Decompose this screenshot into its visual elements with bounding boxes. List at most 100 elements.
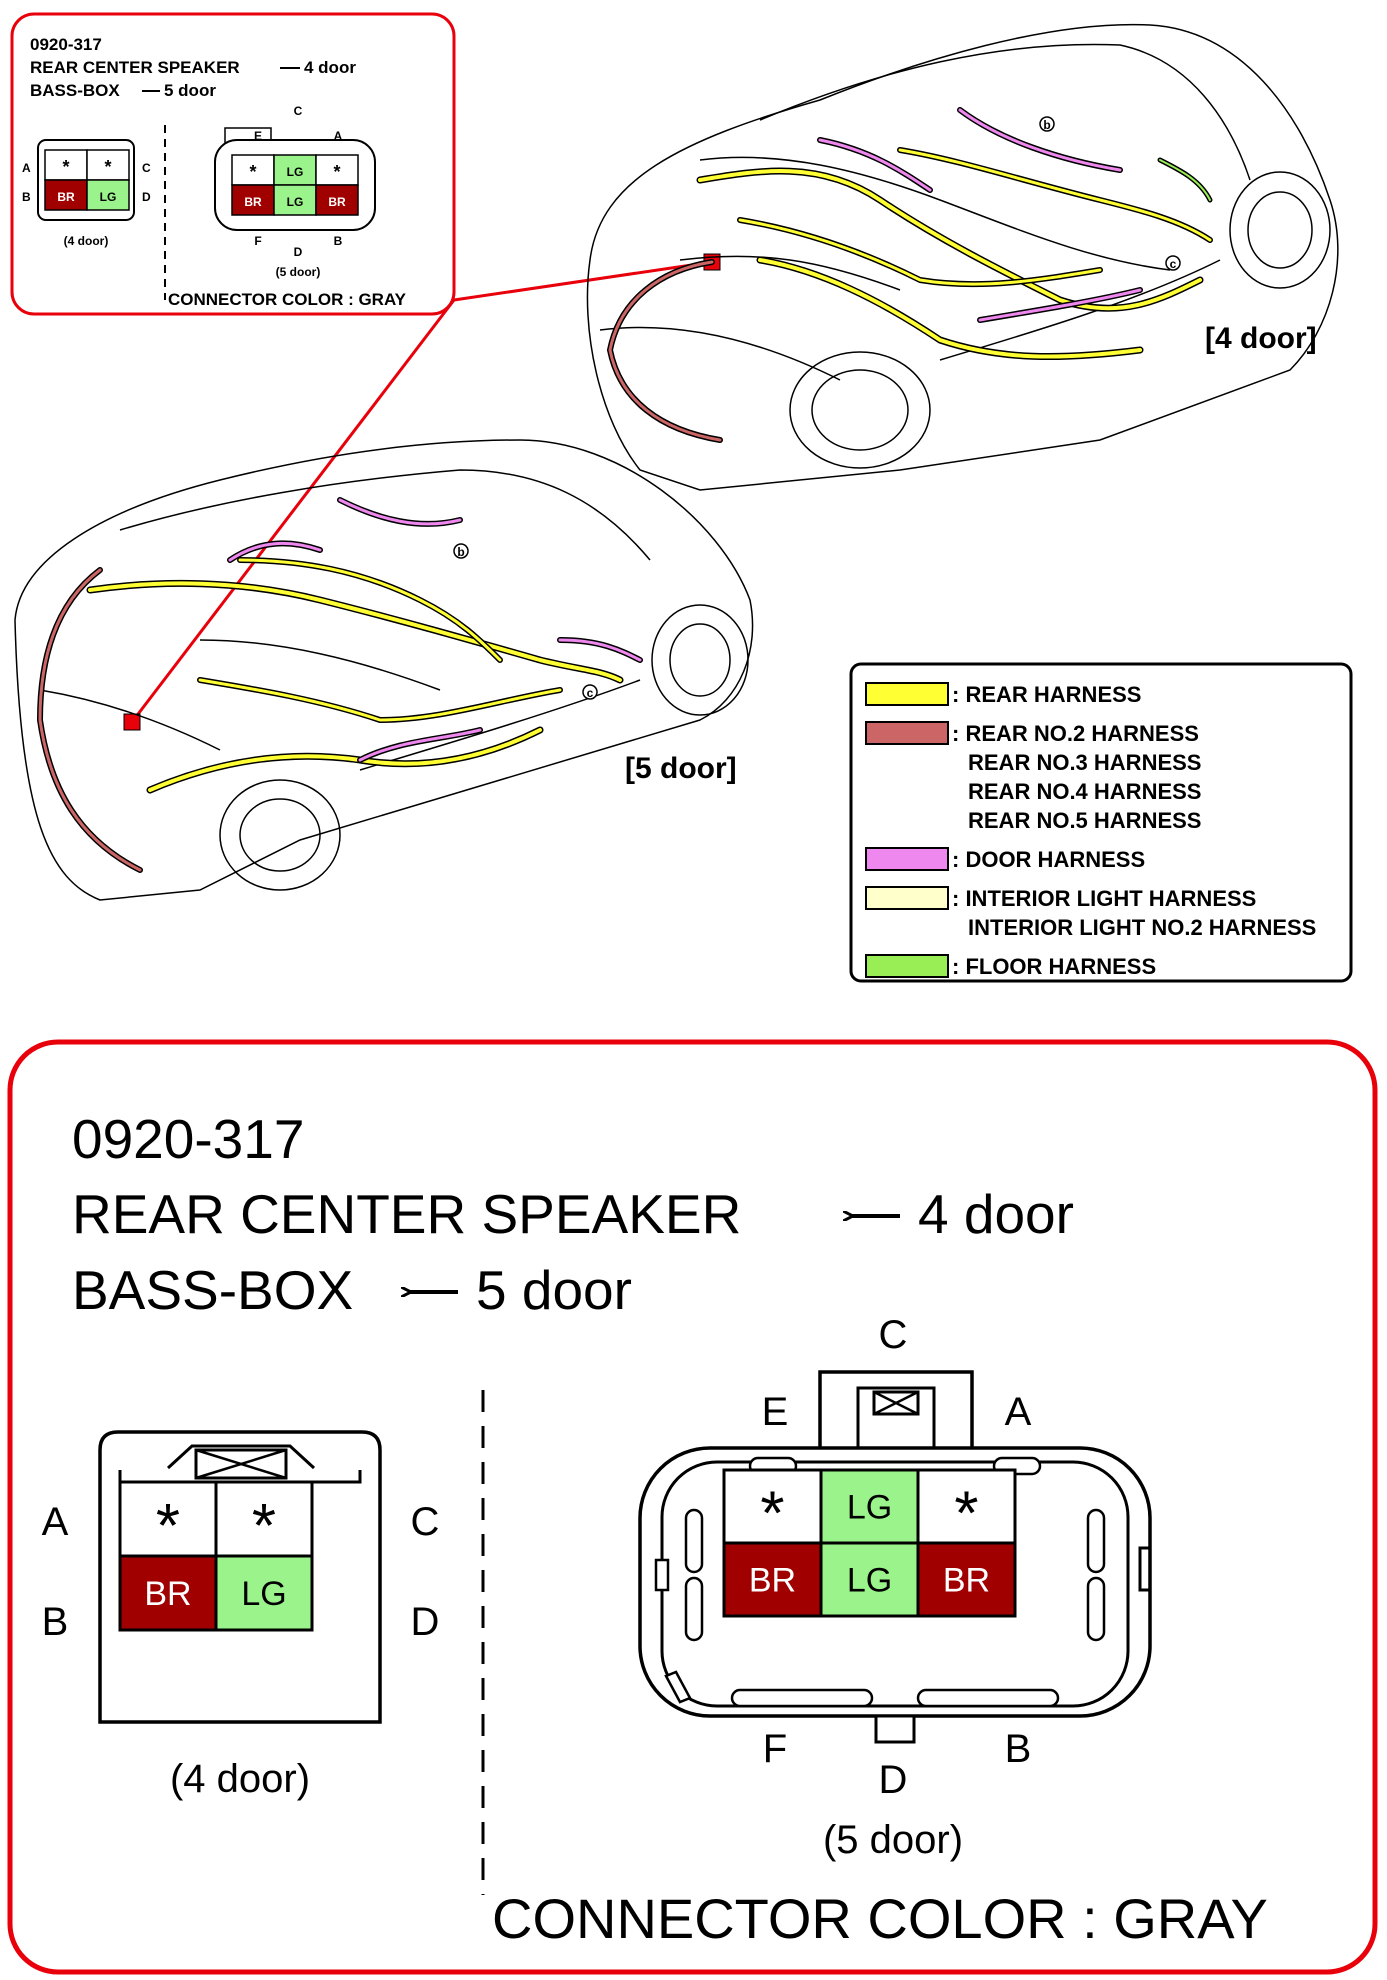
small-line1: REAR CENTER SPEAKER — [30, 58, 240, 77]
legend-label: : FLOOR HARNESS — [952, 954, 1156, 979]
small-connector-code: 0920-317 — [30, 35, 102, 54]
svg-text:*: * — [62, 157, 69, 177]
svg-text:LG: LG — [100, 190, 117, 204]
legend-swatch — [865, 721, 949, 745]
small-connector-inset: 0920-317 REAR CENTER SPEAKER 4 door BASS… — [10, 12, 456, 316]
legend-label: : REAR NO.2 HARNESS — [952, 721, 1199, 746]
connector-line1-suffix: 4 door — [918, 1183, 1074, 1245]
legend-swatch — [865, 847, 949, 871]
small-line1-suffix: 4 door — [304, 58, 356, 77]
svg-text:(5 door): (5 door) — [276, 265, 321, 279]
svg-text:B: B — [334, 234, 343, 248]
five-door-callouts: b c — [453, 543, 598, 700]
legend-swatch — [865, 682, 949, 706]
legend-items: : REAR HARNESS : REAR NO.2 HARNESS REAR NO… — [865, 682, 1316, 979]
svg-text:A: A — [334, 129, 343, 143]
svg-text:C: C — [294, 104, 303, 118]
five-door-caption: (5 door) — [823, 1818, 963, 1862]
legend-swatch — [865, 954, 949, 978]
pin-cell-d — [819, 1541, 920, 1618]
svg-text:B: B — [22, 190, 31, 204]
svg-text:LG: LG — [287, 165, 304, 179]
svg-text:*: * — [249, 162, 256, 182]
legend-swatch — [865, 886, 949, 910]
svg-text:BR: BR — [244, 195, 262, 209]
svg-text:b: b — [457, 545, 464, 559]
pin-text-a: * — [156, 1492, 180, 1561]
pin-text-d: LG — [241, 1575, 286, 1613]
svg-text:D: D — [142, 190, 151, 204]
legend-label: : REAR HARNESS — [952, 682, 1141, 707]
connector-color-label: CONNECTOR COLOR : GRAY — [492, 1887, 1268, 1950]
pin-label-c-5door: C — [879, 1313, 908, 1357]
pin-text-e: * — [760, 1479, 784, 1548]
pin-label-d-5door: D — [879, 1758, 908, 1802]
legend-label: : DOOR HARNESS — [952, 847, 1145, 872]
legend-label: REAR NO.3 HARNESS — [968, 750, 1201, 775]
pin-label-c: C — [411, 1500, 440, 1544]
four-door-pin-grid: * * BR LG — [118, 1480, 314, 1632]
connector-line2: BASS-BOX — [72, 1259, 353, 1321]
pin-text-c: * — [252, 1492, 276, 1561]
pin-cell-b — [916, 1541, 1017, 1618]
four-door-harnesses — [606, 107, 1213, 443]
connector-detail-panel: 0920-317 REAR CENTER SPEAKER 4 door BASS… — [7, 1039, 1378, 1975]
four-door-caption: (4 door) — [170, 1757, 310, 1801]
svg-text:A: A — [22, 161, 31, 175]
legend-label: : INTERIOR LIGHT HARNESS — [952, 886, 1256, 911]
connector-line2-suffix: 5 door — [476, 1259, 632, 1321]
small-line2-suffix: 5 door — [164, 81, 216, 100]
svg-text:F: F — [254, 234, 261, 248]
pin-label-a: A — [42, 1500, 69, 1544]
svg-text:LG: LG — [287, 195, 304, 209]
pin-label-d: D — [411, 1600, 440, 1644]
pin-label-b-5door: B — [1005, 1727, 1032, 1771]
svg-text:*: * — [104, 157, 111, 177]
five-door-harnesses — [36, 497, 643, 873]
small-5door-connector: * LG * BR LG BR C E A F D B (5 door) — [214, 104, 376, 279]
harness-legend: : REAR HARNESS : REAR NO.2 HARNESS REAR NO… — [849, 662, 1353, 983]
four-door-connector: * * BR LG A B C D (4 door) — [42, 1430, 440, 1801]
connector-code: 0920-317 — [72, 1108, 304, 1170]
svg-text:*: * — [333, 162, 340, 182]
pin-cell-d — [214, 1554, 314, 1632]
pin-cell-c — [819, 1468, 920, 1545]
pin-label-a-5door: A — [1005, 1390, 1032, 1434]
small-line2: BASS-BOX — [30, 81, 120, 100]
svg-text:D: D — [294, 245, 303, 259]
pin-text-b: BR — [144, 1575, 191, 1613]
pin-text-b: BR — [943, 1562, 990, 1600]
pin-text-f: BR — [749, 1562, 796, 1600]
five-door-connector: * LG * BR LG BR C E A F D B (5 door) — [638, 1313, 1152, 1862]
pin-cell-a — [916, 1468, 1017, 1545]
legend-label: REAR NO.5 HARNESS — [968, 808, 1201, 833]
svg-text:c: c — [587, 686, 594, 700]
legend-label: REAR NO.4 HARNESS — [968, 779, 1201, 804]
pin-cell-a — [118, 1480, 218, 1558]
four-door-car — [586, 23, 1339, 491]
five-door-pin-grid: * LG * BR LG BR — [722, 1468, 1017, 1618]
svg-text:C: C — [142, 161, 151, 175]
pin-text-c: LG — [847, 1489, 892, 1527]
legend-label: INTERIOR LIGHT NO.2 HARNESS — [968, 915, 1316, 940]
connector-location-5door — [123, 713, 141, 731]
five-door-label: [5 door] — [625, 752, 737, 785]
small-connector-color: CONNECTOR COLOR : GRAY — [168, 290, 407, 309]
svg-text:(4 door): (4 door) — [64, 234, 109, 248]
connector-line1: REAR CENTER SPEAKER — [72, 1183, 741, 1245]
small-4door-connector: * * BR LG A B C D (4 door) — [22, 139, 151, 248]
pin-label-e-5door: E — [762, 1390, 789, 1434]
svg-text:BR: BR — [328, 195, 346, 209]
four-door-label: [4 door] — [1205, 322, 1317, 355]
pin-label-b: B — [42, 1600, 69, 1644]
four-door-callouts: b c — [1039, 116, 1181, 271]
pin-text-a: * — [954, 1479, 978, 1548]
svg-text:E: E — [254, 129, 262, 143]
svg-text:BR: BR — [57, 190, 75, 204]
svg-text:b: b — [1043, 118, 1050, 132]
pin-text-d: LG — [847, 1562, 892, 1600]
svg-text:c: c — [1170, 257, 1177, 271]
five-door-car — [14, 439, 754, 901]
pin-label-f-5door: F — [763, 1727, 787, 1771]
